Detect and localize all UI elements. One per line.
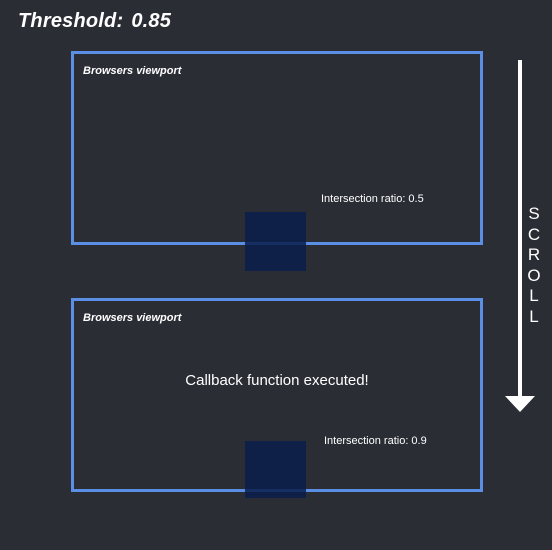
- target-element-top: [245, 212, 306, 271]
- scroll-letter: O: [527, 265, 541, 285]
- scroll-letter: L: [529, 306, 539, 326]
- viewport-label: Browsers viewport: [83, 65, 182, 77]
- scroll-letter: L: [529, 286, 539, 305]
- intersection-ratio-text: Intersection ratio: 0.5: [321, 193, 424, 205]
- scroll-letter: R: [527, 245, 541, 264]
- viewport-label: Browsers viewport: [83, 312, 182, 324]
- scroll-down-arrow-icon: [505, 60, 535, 412]
- threshold-title: Threshold: 0.85: [18, 10, 171, 33]
- scroll-label: S C R O L L: [524, 204, 544, 327]
- scroll-letter: C: [527, 224, 541, 244]
- scroll-letter: S: [528, 204, 540, 223]
- intersection-ratio-text: Intersection ratio: 0.9: [324, 435, 427, 447]
- threshold-label: Threshold:: [18, 10, 124, 32]
- target-element-bottom: [245, 441, 306, 498]
- threshold-value: 0.85: [131, 10, 172, 32]
- callback-executed-text: Callback function executed!: [185, 372, 369, 389]
